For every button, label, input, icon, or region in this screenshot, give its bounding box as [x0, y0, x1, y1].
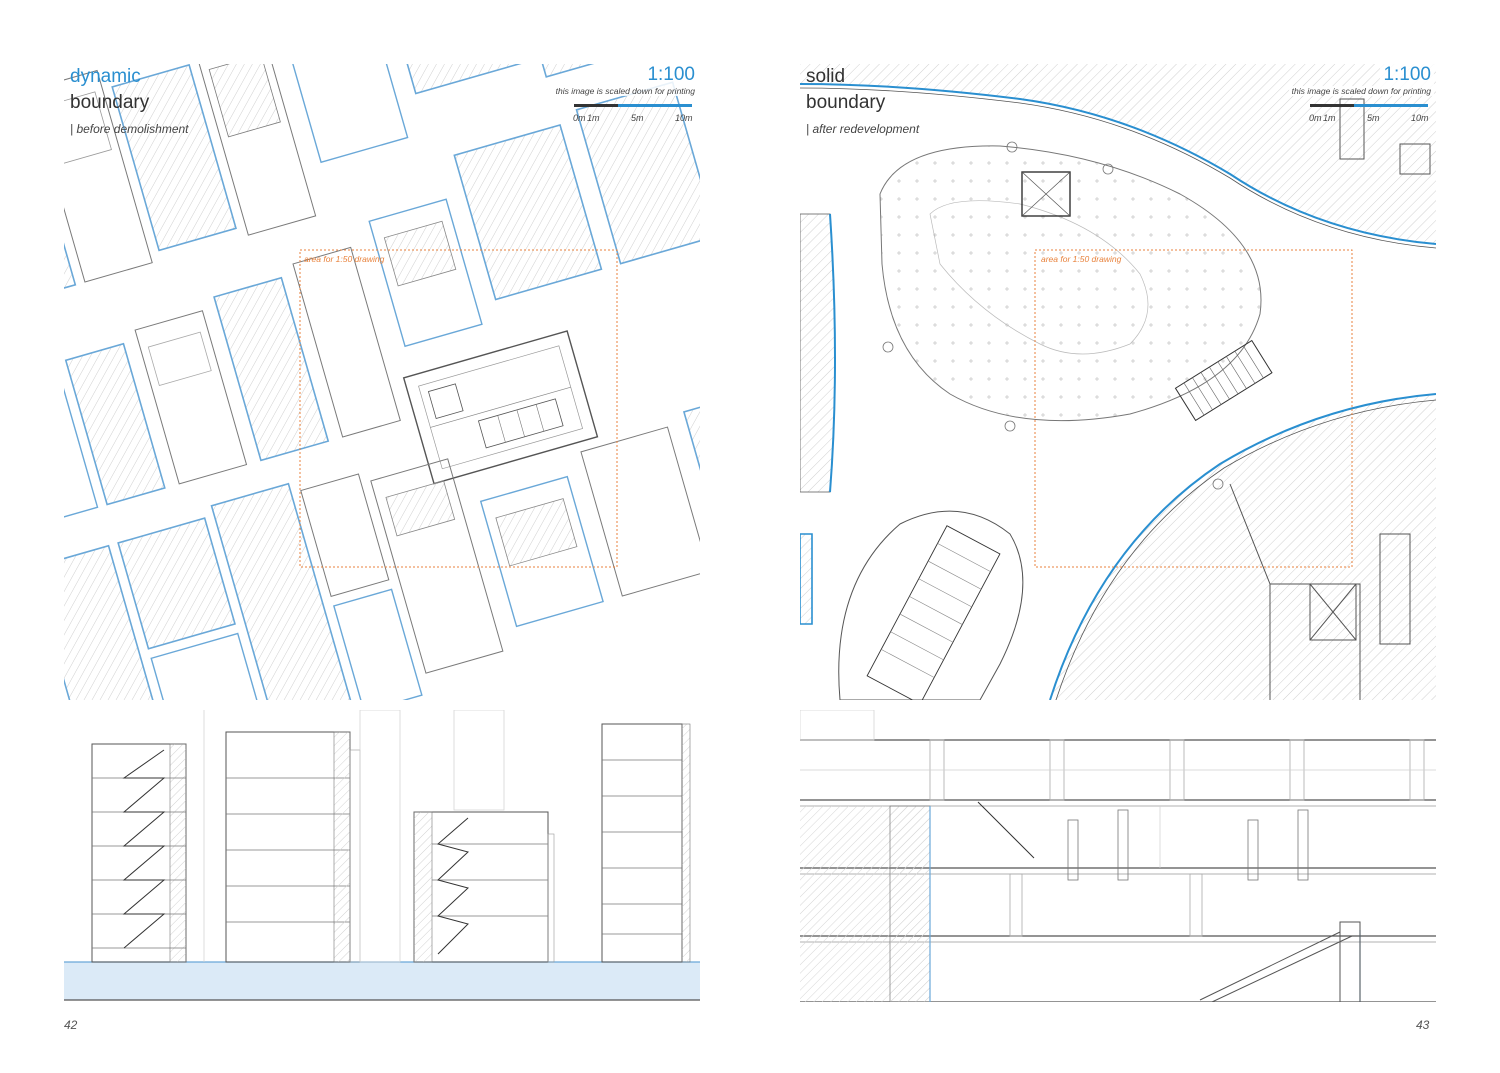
- subtitle-before: | before demolishment: [70, 122, 189, 136]
- section-drawing-after: [800, 710, 1436, 1002]
- scale-tick-5m-right: 5m: [1367, 113, 1380, 123]
- title-dynamic-boundary: dynamic boundary: [70, 64, 149, 116]
- title-word-boundary-right: boundary: [806, 92, 886, 113]
- plan-before-demolishment: dynamic boundary | before demolishment 1…: [64, 64, 700, 700]
- plan-after-redevelopment: solid boundary | after redevelopment 1:1…: [800, 64, 1436, 700]
- scale-ratio: 1:100: [644, 64, 698, 86]
- building-blocks: [64, 64, 700, 700]
- title-word-boundary: boundary: [70, 92, 150, 113]
- scale-tick-5m: 5m: [631, 113, 644, 123]
- scale-bar: [574, 104, 692, 107]
- subtitle-after: | after redevelopment: [806, 122, 920, 136]
- plan-drawing-before: [64, 64, 700, 700]
- scale-note-right: this image is scaled down for printing: [1288, 86, 1434, 96]
- scale-bar-right: [1310, 104, 1428, 107]
- scale-note: this image is scaled down for printing: [552, 86, 698, 96]
- page-number-left: 42: [64, 1018, 78, 1032]
- area-for-detail-box: [299, 249, 618, 568]
- section-before-demolishment: [64, 710, 700, 1002]
- scale-tick-10m-right: 10m: [1411, 113, 1429, 123]
- scale-tick-1m: 1m: [587, 113, 600, 123]
- area-label: area for 1:50 drawing: [304, 254, 385, 264]
- title-word-dynamic: dynamic: [70, 66, 141, 87]
- section-after-redevelopment: [800, 710, 1436, 1002]
- page-number-right: 43: [1416, 1018, 1430, 1032]
- scale-tick-0m-right: 0m: [1309, 113, 1322, 123]
- area-label-right: area for 1:50 drawing: [1041, 254, 1122, 264]
- plan-drawing-after: [800, 64, 1436, 700]
- section-drawing-before: [64, 710, 700, 1001]
- scale-tick-0m: 0m: [573, 113, 586, 123]
- area-for-detail-box-right: [1034, 249, 1353, 568]
- title-solid-boundary: solid boundary: [806, 64, 885, 116]
- scale-tick-10m: 10m: [675, 113, 693, 123]
- scale-tick-1m-right: 1m: [1323, 113, 1336, 123]
- scale-ratio-right: 1:100: [1380, 64, 1434, 86]
- title-word-solid: solid: [806, 66, 846, 87]
